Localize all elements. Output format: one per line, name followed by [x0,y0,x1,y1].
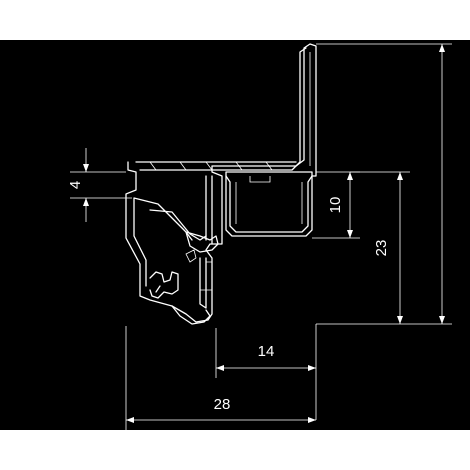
profile-lower-teeth [149,271,179,299]
dim-label-4: 4 [67,181,84,189]
profile-inner-slot [199,175,213,309]
dim-width-inner: 14 [215,324,317,420]
profile-inner-chamber [133,197,207,287]
profile-skin-ribs [149,161,273,171]
profile-hooks [185,249,212,291]
profile-bottom-nose [171,305,211,325]
dim-height-gasket: 10 [312,171,360,239]
dim-label-23: 23 [373,240,390,257]
technical-drawing: 4 10 23 14 28 [0,40,470,430]
dim-height-overall [316,43,452,325]
dim-height-small: 4 [67,148,132,222]
dim-label-14: 14 [258,343,275,360]
gasket-outline [225,171,313,233]
dim-width-total: 28 [125,326,316,430]
profile-top-skin [135,47,307,171]
gasket-seal [225,171,313,233]
gasket-inner-line [235,176,303,224]
profile-clip-nose [185,231,219,253]
dim-label-28: 28 [214,396,231,413]
profile-outer-contour [125,43,317,323]
dim-label-10: 10 [327,197,344,214]
dim-height-total: 23 [316,171,410,325]
aluminium-profile [125,43,317,325]
